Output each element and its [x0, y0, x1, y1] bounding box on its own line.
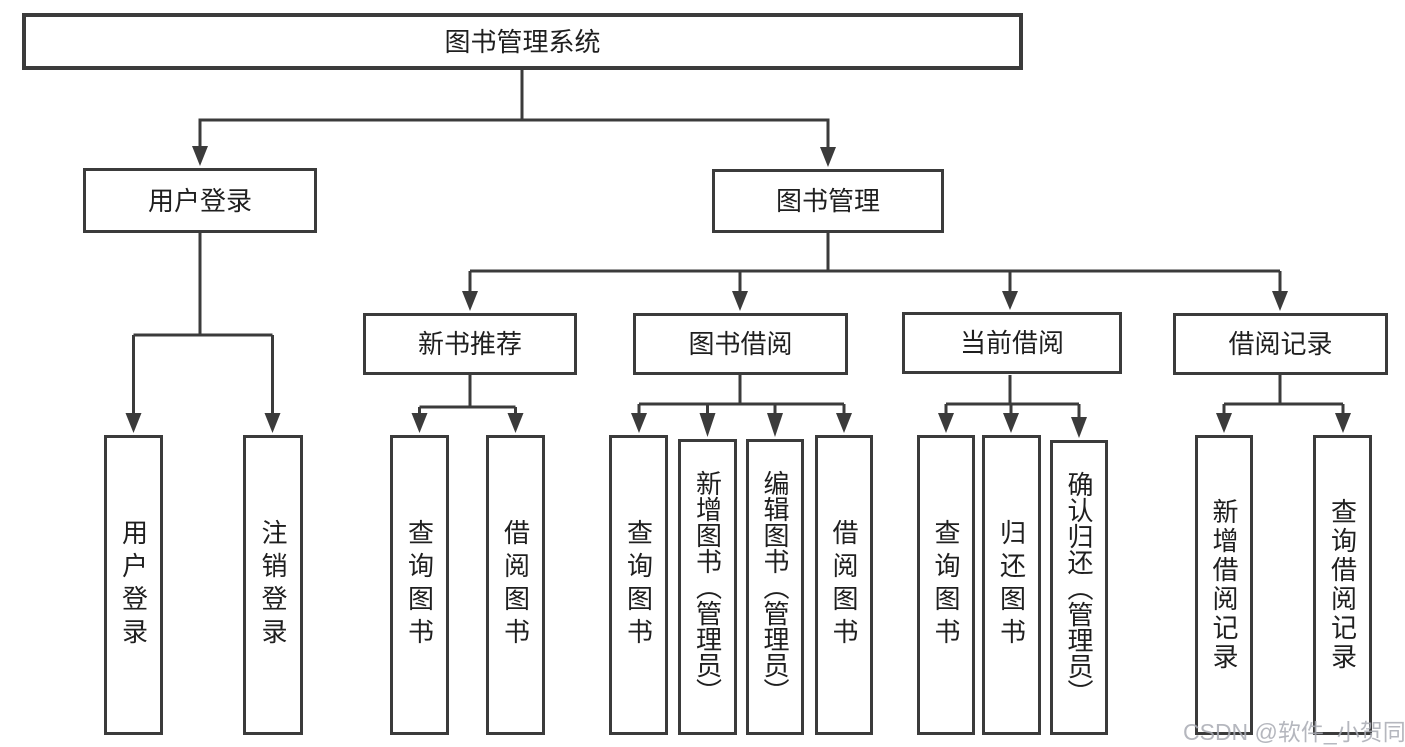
connector-current-borrow-children	[938, 375, 1087, 438]
leaf-logout: 注销登录	[243, 435, 303, 735]
node-borrow-records: 借阅记录	[1173, 313, 1388, 375]
node-library-system: 图书管理系统	[22, 13, 1023, 70]
leaf-nb-borrow-books: 借阅图书	[486, 435, 545, 735]
leaf-bb-edit-books-admin: 编辑图书（管理员）	[746, 439, 804, 735]
connector-borrow-records-children	[1216, 375, 1351, 433]
connector-root-to-level2	[192, 70, 836, 167]
connector-new-books-children	[411, 375, 524, 433]
leaf-bb-query-books: 查询图书	[609, 435, 668, 735]
leaf-cb-confirm-return-admin: 确认归还（管理员）	[1050, 440, 1108, 735]
connector-user-login-children	[125, 233, 281, 433]
connector-book-borrow-children	[631, 375, 852, 437]
leaf-nb-query-books: 查询图书	[390, 435, 449, 735]
leaf-br-add-record: 新增借阅记录	[1195, 435, 1253, 735]
leaf-bb-borrow-books: 借阅图书	[815, 435, 873, 735]
node-new-book-recommend: 新书推荐	[363, 313, 577, 375]
leaf-cb-query-books: 查询图书	[917, 435, 975, 735]
leaf-br-query-record: 查询借阅记录	[1313, 435, 1372, 735]
node-book-borrowing: 图书借阅	[633, 313, 848, 375]
watermark: CSDN @软件_小贺同学	[1183, 719, 1405, 745]
node-book-management: 图书管理	[712, 169, 944, 233]
leaf-user-login: 用户登录	[104, 435, 163, 735]
leaf-cb-return-books: 归还图书	[982, 435, 1041, 735]
node-current-borrowing: 当前借阅	[902, 312, 1122, 374]
node-user-login: 用户登录	[83, 168, 317, 233]
leaf-bb-add-books-admin: 新增图书（管理员）	[678, 439, 737, 735]
connector-book-mgmt-children	[462, 233, 1288, 311]
